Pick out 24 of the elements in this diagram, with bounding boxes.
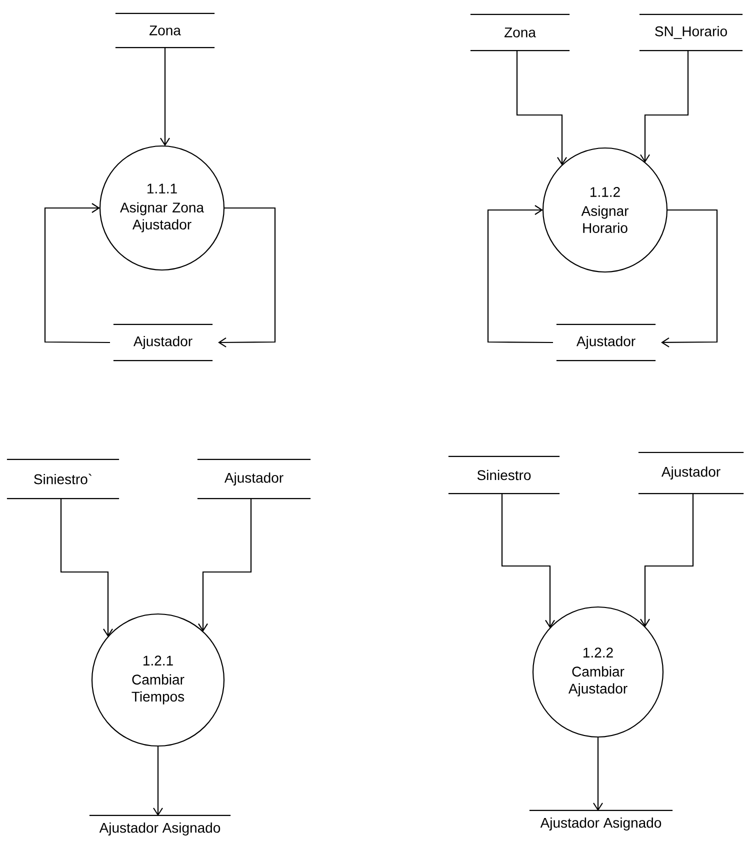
data-store: Ajustador (113, 324, 213, 362)
arrow (160, 47, 170, 146)
arrow (153, 746, 163, 816)
data-store: SN_Horario (639, 14, 743, 52)
arrow (218, 207, 276, 348)
arrow (198, 498, 252, 632)
data-store: Siniestro` (6, 458, 120, 500)
data-store: Ajustador Asignado (529, 810, 673, 831)
arrow (593, 737, 603, 811)
data-store: Ajustador Asignado (89, 814, 231, 836)
data-store: Ajustador (556, 324, 656, 362)
arrow (60, 498, 113, 637)
data-store: Zona (115, 12, 215, 48)
arrow (640, 50, 689, 163)
arrow (516, 50, 567, 166)
arrow (487, 205, 554, 344)
data-store: Ajustador (197, 458, 311, 500)
data-store: Zona (470, 14, 570, 52)
data-store: Ajustador (638, 452, 744, 494)
arrow (501, 493, 555, 628)
arrow (661, 209, 718, 348)
data-store: Siniestro (448, 456, 560, 494)
arrow (44, 203, 110, 344)
arrow (640, 493, 694, 628)
